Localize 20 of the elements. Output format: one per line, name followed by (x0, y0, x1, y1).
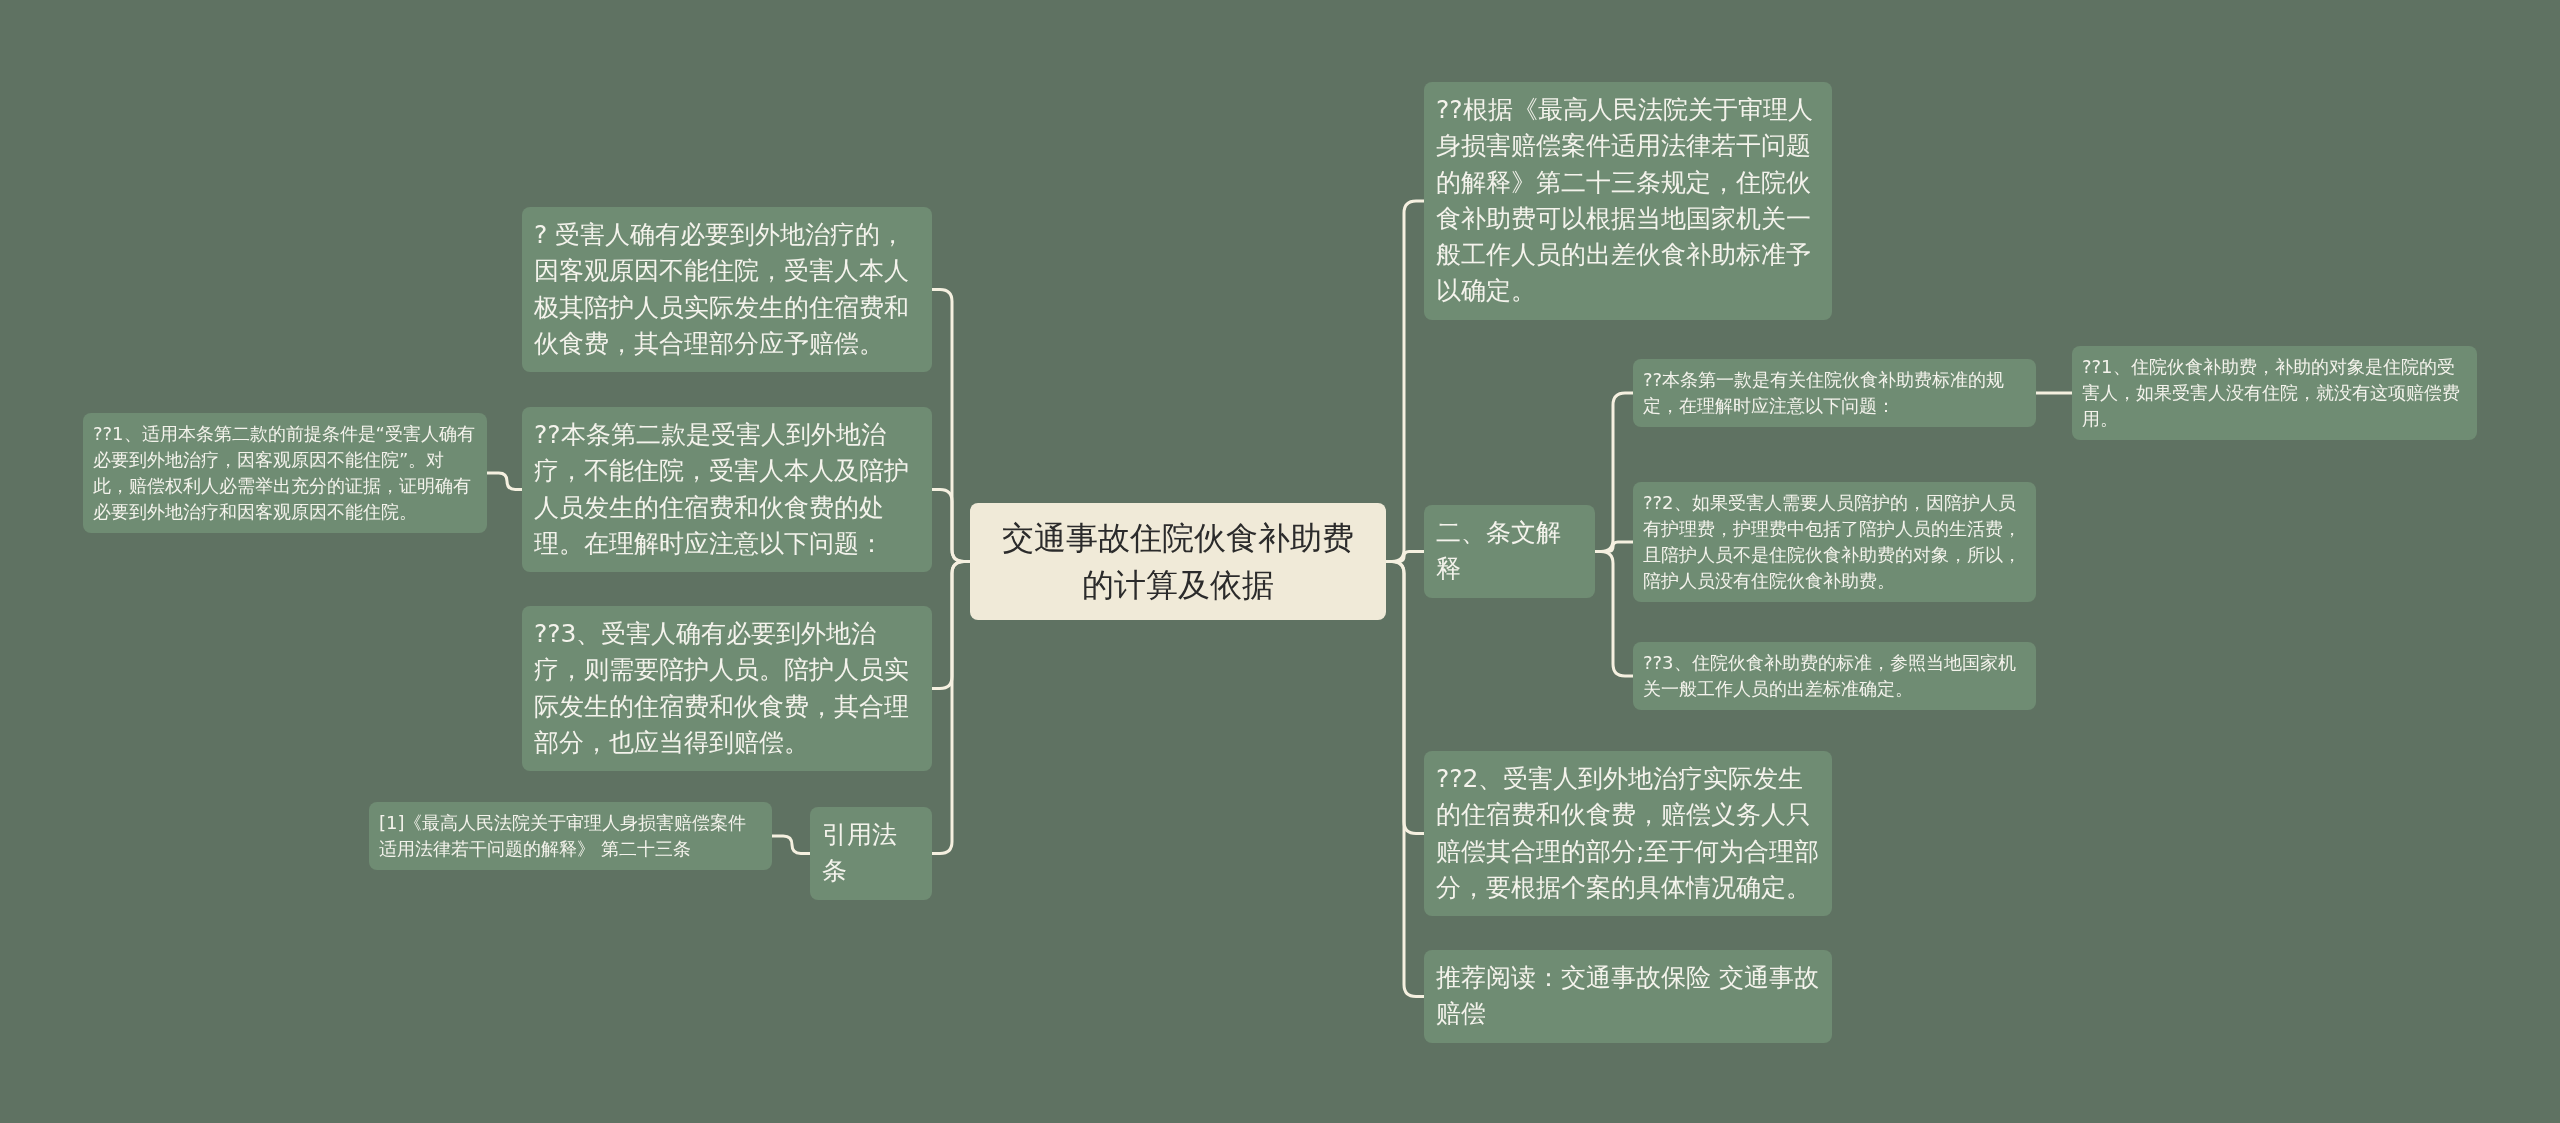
topic-box: ??根据《最高人民法院关于审理人身损害赔偿案件适用法律若干问题的解释》第二十三条规定，住院伙食补助费可以根据当地国家机关一般工作人员的出差伙食补助标准予以确定。 (1424, 82, 1832, 320)
connector-line (772, 834, 810, 855)
connector-line (2036, 391, 2072, 395)
central-topic-box: 交通事故住院伙食补助费的计算及依据 (970, 503, 1386, 620)
topic-box: ??3、住院伙食补助费的标准，参照当地国家机关一般工作人员的出差标准确定。 (1633, 642, 2036, 711)
topic-box: ??3、受害人确有必要到外地治疗，则需要陪护人员。陪护人员实际发生的住宿费和伙食费，其合理部分，也应当得到赔偿。 (522, 606, 932, 771)
topic-box: 二、条文解释 (1424, 505, 1595, 598)
topic-box: ??本条第一款是有关住院伙食补助费标准的规定，在理解时应注意以下问题： (1633, 359, 2036, 428)
topic-box: ? 受害人确有必要到外地治疗的，因客观原因不能住院，受害人本人极其陪护人员实际发生的住宿费和伙食费，其合理部分应予赔偿。 (522, 207, 932, 372)
topic-box: ??2、受害人到外地治疗实际发生的住宿费和伙食费，赔偿义务人只赔偿其合理的部分;至于何为合理部分，要根据个案的具体情况确定。 (1424, 751, 1832, 916)
topic-box: ??1、适用本条第二款的前提条件是“受害人确有必要到外地治疗，因客观原因不能住院”。对此，赔偿权利人必需举出充分的证据，证明确有必要到外地治疗和因客观原因不能住院。 (83, 413, 487, 534)
topic-box: 引用法条 (810, 807, 932, 900)
topic-box: [1]《最高人民法院关于审理人身损害赔偿案件适用法律若干问题的解释》 第二十三条 (369, 802, 772, 871)
connector-line (487, 471, 522, 491)
connector-line (1595, 550, 1633, 678)
topic-box: ??1、住院伙食补助费，补助的对象是住院的受害人，如果受害人没有住院，就没有这项赔偿费用。 (2072, 346, 2477, 441)
connector-line (932, 560, 970, 855)
topic-box: ??2、如果受害人需要人员陪护的，因陪护人员有护理费，护理费中包括了陪护人员的生活费，且陪护人员不是住院伙食补助费的对象，所以，陪护人员没有住院伙食补助费。 (1633, 482, 2036, 603)
topic-box: ??本条第二款是受害人到外地治疗，不能住院，受害人本人及陪护人员发生的住宿费和伙食费的处理。在理解时应注意以下问题： (522, 407, 932, 572)
topic-box: 推荐阅读：交通事故保险 交通事故赔偿 (1424, 950, 1832, 1043)
